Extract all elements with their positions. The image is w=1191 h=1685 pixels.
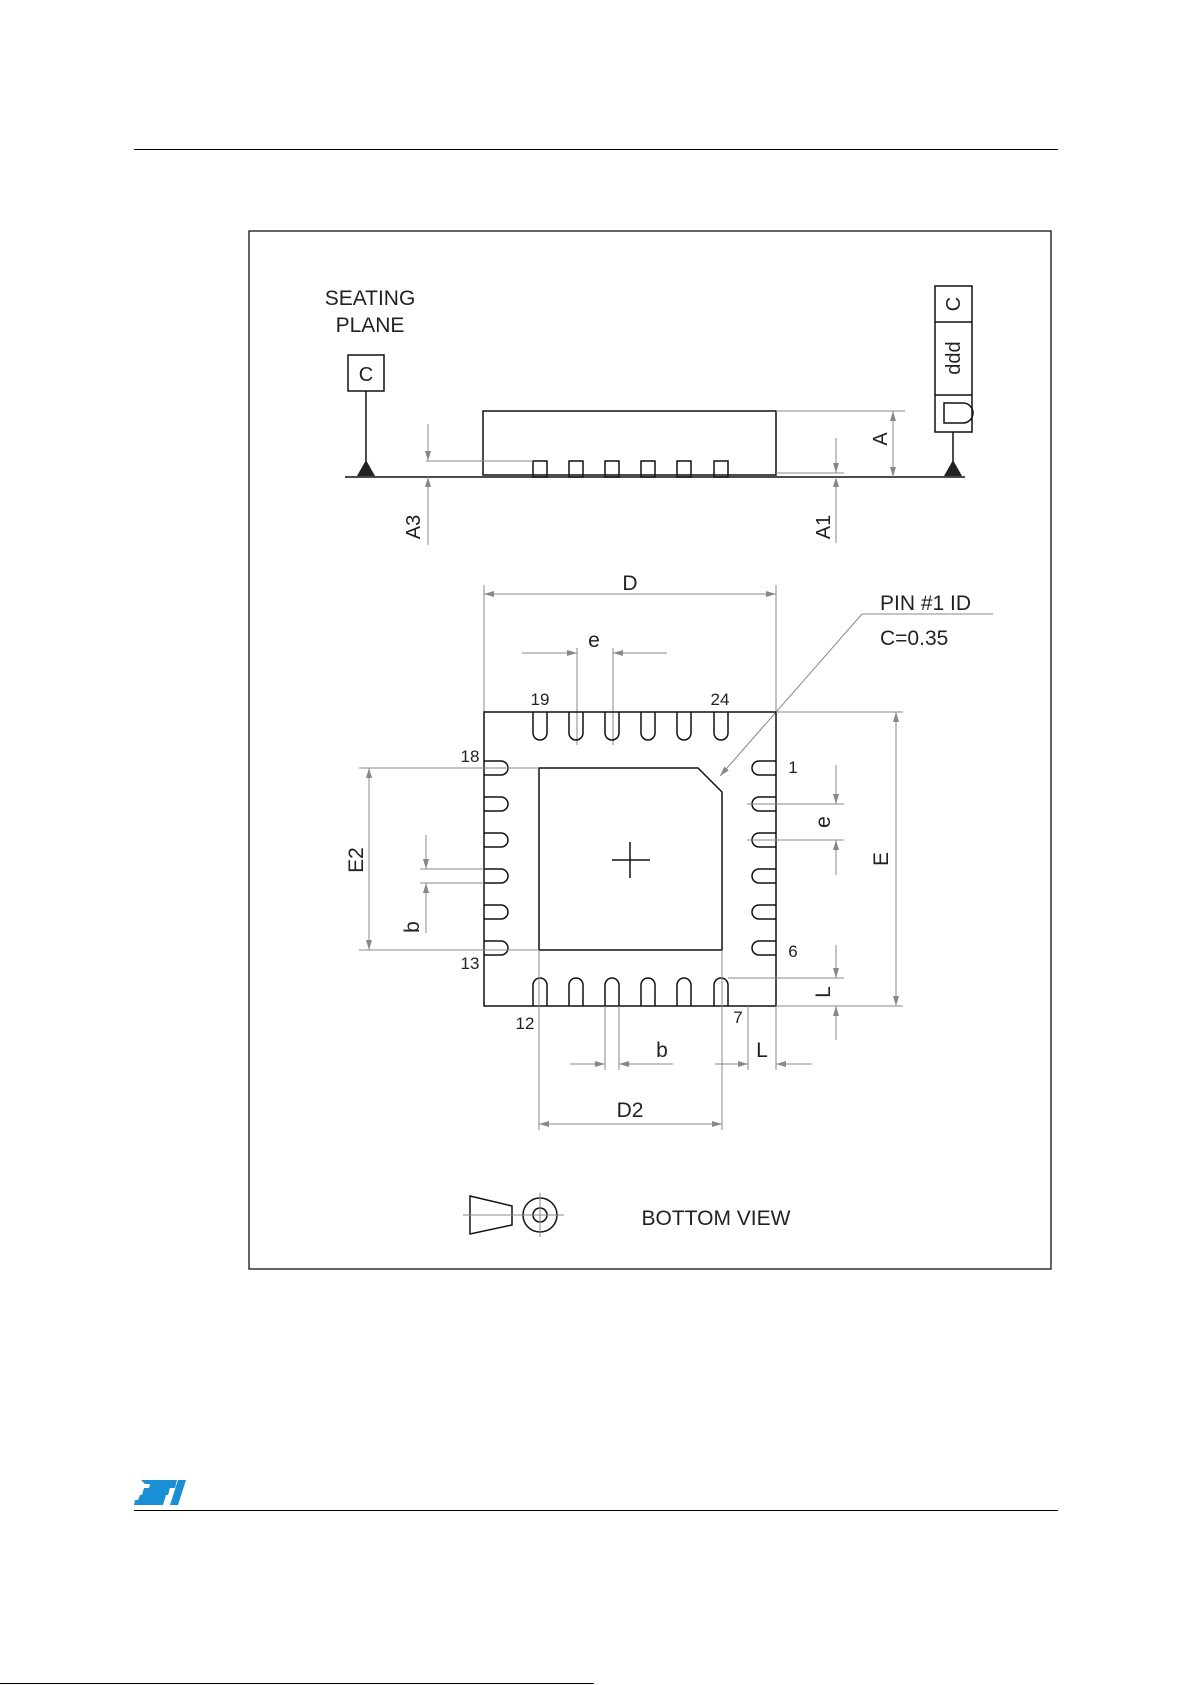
dim-e-label-top: e	[588, 629, 600, 652]
pin-1	[752, 761, 776, 775]
pin-label-12: 12	[516, 1014, 535, 1033]
projection-symbol-icon	[463, 1193, 564, 1237]
drawing-frame	[249, 231, 1051, 1269]
seating-plane-label-1: SEATING	[325, 287, 416, 310]
top-pins	[533, 712, 728, 740]
pin-16	[484, 833, 508, 847]
chamfer-label: C=0.35	[880, 627, 948, 650]
dim-a3-label: A3	[403, 515, 425, 539]
dim-d-label: D	[622, 572, 637, 595]
dim-a-label: A	[870, 432, 892, 446]
dim-b-left-label: b	[401, 921, 424, 933]
pin-15	[484, 869, 508, 883]
pin1-id-label: PIN #1 ID	[880, 592, 971, 615]
dim-l-right-label: L	[812, 986, 835, 998]
page-edge-line	[0, 1683, 594, 1684]
flatness-symbol-icon	[944, 403, 973, 423]
dim-l-bottom-label: L	[756, 1039, 768, 1062]
tolerance-datum: C	[943, 297, 965, 311]
pin-12	[533, 978, 547, 1006]
pin-14	[484, 905, 508, 919]
datum-triangle-left	[357, 460, 375, 476]
pin-21	[605, 712, 619, 740]
pin-6	[752, 941, 776, 955]
pin-4	[752, 869, 776, 883]
pin-24	[714, 712, 728, 740]
dim-a1-label: A1	[813, 515, 835, 539]
right-pins	[752, 761, 776, 955]
pin-8	[677, 978, 691, 1006]
pin-23	[677, 712, 691, 740]
tolerance-value: ddd	[943, 341, 965, 374]
pin-label-1: 1	[788, 758, 797, 777]
pin-label-13: 13	[461, 954, 480, 973]
pin-label-6: 6	[788, 942, 797, 961]
package-body-side	[483, 411, 776, 475]
footer-rule	[134, 1510, 1058, 1511]
datum-triangle-right	[944, 460, 962, 476]
bottom-view: D e PIN #1 ID C=0.35	[345, 572, 993, 1237]
pin-19	[533, 712, 547, 740]
dim-e-upper-label: E	[870, 852, 893, 866]
seating-plane-label-2: PLANE	[336, 314, 405, 337]
view-title: BOTTOM VIEW	[642, 1207, 791, 1230]
pin-17	[484, 797, 508, 811]
pin-5	[752, 905, 776, 919]
pin-label-18: 18	[461, 747, 480, 766]
pin-9	[641, 978, 655, 1006]
pin1-leader	[720, 614, 862, 776]
pin-22	[641, 712, 655, 740]
pin-11	[569, 978, 583, 1006]
dim-b-bottom-label: b	[656, 1039, 668, 1062]
st-logo	[134, 1480, 186, 1505]
dim-e-right-label: e	[812, 816, 835, 828]
pin-label-19: 19	[531, 690, 550, 709]
pin-label-24: 24	[711, 690, 730, 709]
pin-7	[714, 978, 728, 1006]
pin-10	[605, 978, 619, 1006]
datum-c-label: C	[359, 364, 373, 386]
pin-label-7: 7	[733, 1008, 742, 1027]
side-view: SEATING PLANE C A3 A A1 C ddd	[325, 286, 973, 545]
bottom-pins	[533, 978, 728, 1006]
dim-e2-label: E2	[345, 847, 368, 873]
pin-20	[569, 712, 583, 740]
dim-d2-label: D2	[617, 1099, 644, 1122]
pin-13	[484, 941, 508, 955]
left-pins	[484, 761, 508, 955]
